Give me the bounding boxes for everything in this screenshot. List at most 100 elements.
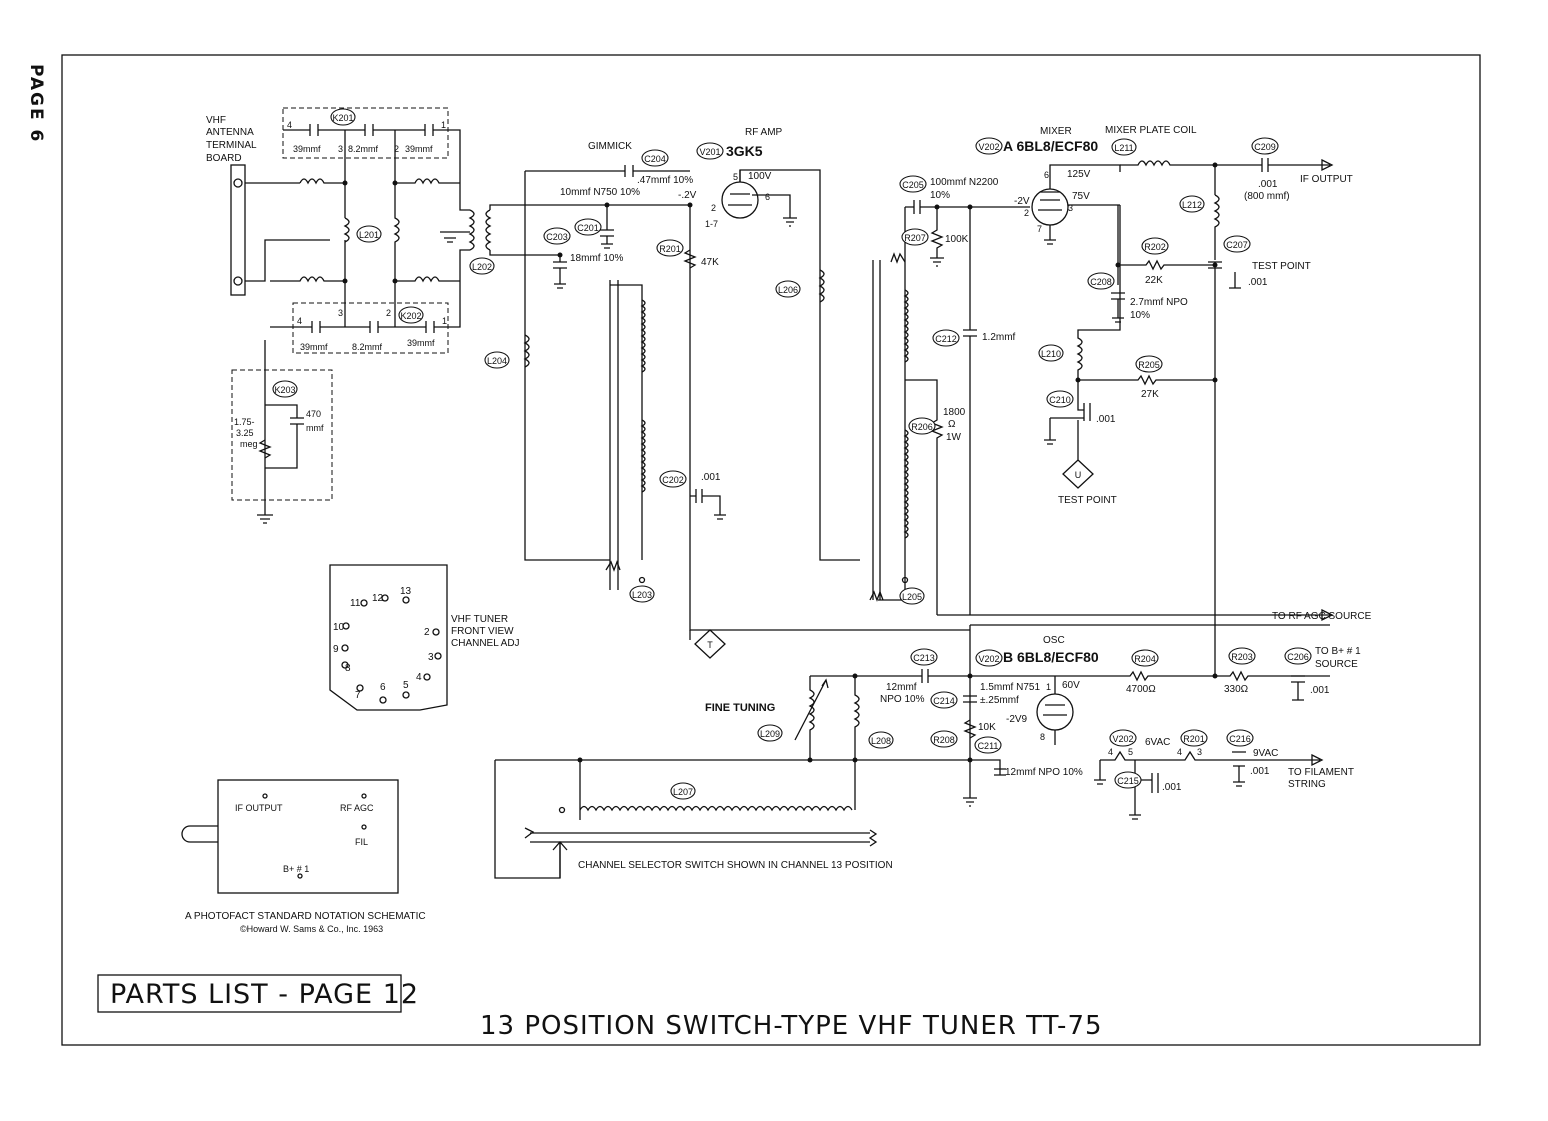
connector-view: IF OUTPUT RF AGC FIL B+ # 1 xyxy=(181,779,399,894)
svg-text:Ω: Ω xyxy=(948,419,956,430)
svg-text:-2V: -2V xyxy=(1014,196,1030,207)
svg-text:1-7: 1-7 xyxy=(705,219,718,229)
svg-text:.001: .001 xyxy=(701,472,721,483)
svg-text:1.2mmf: 1.2mmf xyxy=(982,332,1016,343)
svg-text:R203: R203 xyxy=(1231,652,1253,662)
svg-text:10K: 10K xyxy=(978,722,996,733)
svg-text:2: 2 xyxy=(711,203,716,213)
svg-text:meg: meg xyxy=(240,439,258,449)
svg-text:75V: 75V xyxy=(1072,191,1090,202)
svg-text:IF OUTPUT: IF OUTPUT xyxy=(235,803,283,813)
svg-text:39mmf: 39mmf xyxy=(293,144,321,154)
svg-text:C204: C204 xyxy=(644,154,666,164)
svg-text:12: 12 xyxy=(372,593,384,604)
svg-text:OSC: OSC xyxy=(1043,635,1065,646)
rf-amp-section: GIMMICK C204 .47mmf 10% 10mmf N750 10% C… xyxy=(484,127,970,631)
svg-text:L202: L202 xyxy=(472,262,492,272)
svg-text:L212: L212 xyxy=(1182,200,1202,210)
svg-text:.47mmf 10%: .47mmf 10% xyxy=(637,175,693,186)
svg-text:1: 1 xyxy=(442,316,447,326)
svg-text:10%: 10% xyxy=(930,190,950,201)
svg-text:1: 1 xyxy=(1046,682,1051,692)
k201-network: K201 43 21 39mmf 8.2mmf 39mmf xyxy=(282,107,461,183)
svg-text:100K: 100K xyxy=(945,234,969,245)
svg-text:VHF: VHF xyxy=(206,115,226,126)
svg-text:330Ω: 330Ω xyxy=(1224,684,1249,695)
svg-text:470: 470 xyxy=(306,409,321,419)
svg-text:C205: C205 xyxy=(902,180,924,190)
svg-text:C216: C216 xyxy=(1229,734,1251,744)
svg-text:L201: L201 xyxy=(359,230,379,240)
svg-text:1800: 1800 xyxy=(943,407,966,418)
svg-text:10%: 10% xyxy=(1130,310,1150,321)
svg-text:C215: C215 xyxy=(1117,776,1139,786)
svg-text:V202: V202 xyxy=(978,142,999,152)
svg-text:TEST POINT: TEST POINT xyxy=(1252,261,1311,272)
svg-text:2: 2 xyxy=(424,627,430,638)
svg-text:STRING: STRING xyxy=(1288,779,1326,790)
svg-text:GIMMICK: GIMMICK xyxy=(588,141,632,152)
svg-text:4: 4 xyxy=(416,672,422,683)
svg-text:C203: C203 xyxy=(546,232,568,242)
svg-text:R207: R207 xyxy=(904,233,926,243)
svg-text:RF AMP: RF AMP xyxy=(745,127,783,138)
svg-text:39mmf: 39mmf xyxy=(405,144,433,154)
svg-text:3: 3 xyxy=(338,144,343,154)
svg-text:TO B+ # 1: TO B+ # 1 xyxy=(1315,646,1361,657)
svg-text:L204: L204 xyxy=(487,356,507,366)
svg-text:10: 10 xyxy=(333,622,345,633)
svg-text:FRONT VIEW: FRONT VIEW xyxy=(451,626,514,637)
svg-text:MIXER: MIXER xyxy=(1040,126,1072,137)
svg-text:C206: C206 xyxy=(1287,652,1309,662)
credit-line-1: A PHOTOFACT STANDARD NOTATION SCHEMATIC xyxy=(185,911,426,922)
svg-text:C201: C201 xyxy=(577,223,599,233)
svg-text:IF OUTPUT: IF OUTPUT xyxy=(1300,174,1353,185)
svg-text:B+ # 1: B+ # 1 xyxy=(283,864,309,874)
svg-text:5: 5 xyxy=(1128,747,1133,757)
svg-text:7: 7 xyxy=(1037,224,1042,234)
svg-text:27K: 27K xyxy=(1141,389,1159,400)
svg-text:C213: C213 xyxy=(913,653,935,663)
svg-text:V202: V202 xyxy=(978,654,999,664)
svg-text:K202: K202 xyxy=(400,311,421,321)
svg-text:V201: V201 xyxy=(699,147,720,157)
front-view-panel: VHF TUNER FRONT VIEW CHANNEL ADJ 2 3 4 5… xyxy=(329,564,520,711)
svg-text:4: 4 xyxy=(1108,747,1113,757)
svg-text:(800 mmf): (800 mmf) xyxy=(1244,191,1290,202)
svg-text:L206: L206 xyxy=(778,285,798,295)
svg-text:C208: C208 xyxy=(1090,277,1112,287)
oscillator-section: OSC V202 B 6BL8/ECF80 R204 4700Ω R203 33… xyxy=(494,615,1361,879)
svg-text:13: 13 xyxy=(400,586,412,597)
svg-text:C202: C202 xyxy=(662,475,684,485)
svg-text:3.25: 3.25 xyxy=(236,428,254,438)
svg-text:U: U xyxy=(1075,470,1082,480)
svg-text:.001: .001 xyxy=(1250,766,1270,777)
svg-text:10mmf N750 10%: 10mmf N750 10% xyxy=(560,187,640,198)
svg-text:C210: C210 xyxy=(1049,395,1071,405)
svg-text:K203: K203 xyxy=(274,385,295,395)
svg-text:3GK5: 3GK5 xyxy=(726,143,763,159)
svg-text:SOURCE: SOURCE xyxy=(1315,659,1358,670)
svg-text:CHANNEL ADJ: CHANNEL ADJ xyxy=(451,638,520,649)
svg-text:12mmf NPO 10%: 12mmf NPO 10% xyxy=(1005,767,1083,778)
svg-text:5: 5 xyxy=(733,172,738,182)
svg-text:CHANNEL SELECTOR SWITCH SHOWN: CHANNEL SELECTOR SWITCH SHOWN IN CHANNEL… xyxy=(578,860,893,871)
svg-text:L211: L211 xyxy=(1114,143,1133,153)
svg-text:100mmf N2200: 100mmf N2200 xyxy=(930,177,999,188)
svg-text:6: 6 xyxy=(765,192,770,202)
svg-text:4: 4 xyxy=(287,120,292,130)
svg-text:L205: L205 xyxy=(902,592,922,602)
svg-text:.001: .001 xyxy=(1310,685,1330,696)
svg-text:L203: L203 xyxy=(632,590,652,600)
mixer-section: C205 100mmf N2200 10% R207 100K C212 1.2… xyxy=(689,125,1372,659)
svg-text:8.2mmf: 8.2mmf xyxy=(348,144,379,154)
svg-text:4: 4 xyxy=(1177,747,1182,757)
svg-text:TERMINAL: TERMINAL xyxy=(206,140,257,151)
svg-text:L210: L210 xyxy=(1041,349,1061,359)
svg-text:L209: L209 xyxy=(760,729,780,739)
svg-text:39mmf: 39mmf xyxy=(300,342,328,352)
svg-text:11: 11 xyxy=(350,598,361,609)
